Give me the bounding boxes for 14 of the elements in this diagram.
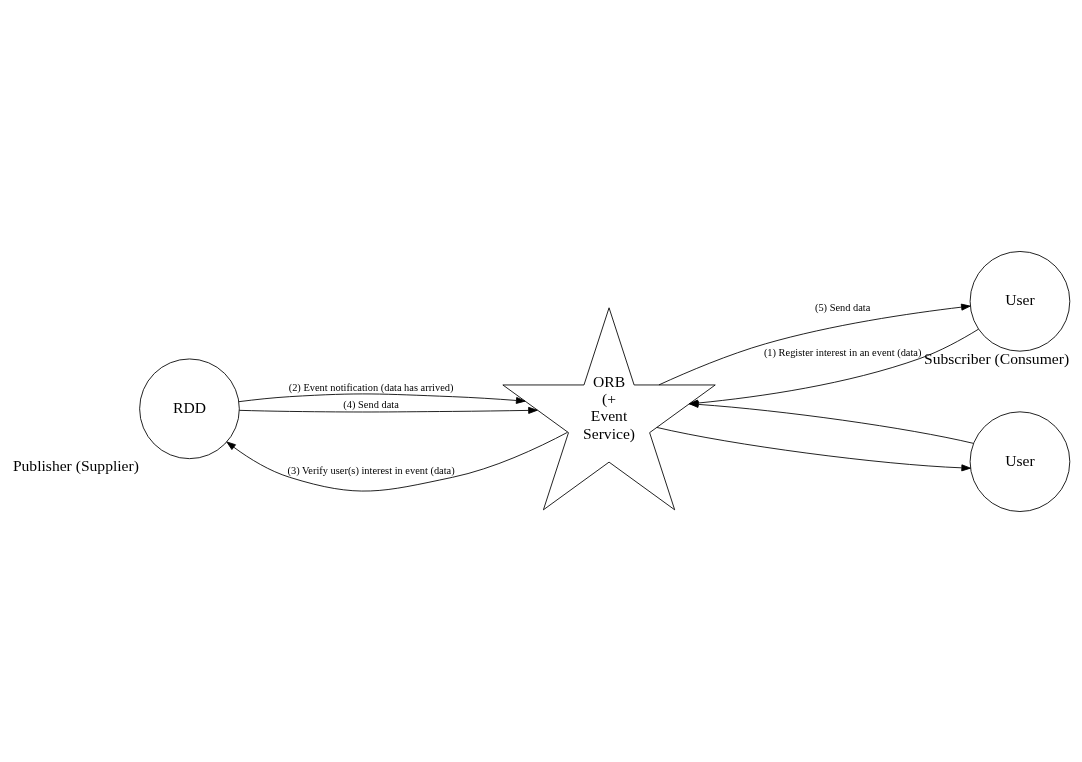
node-label: Publisher (Supplier) [12,456,139,474]
node-circle: User [969,250,1071,352]
arrow [238,406,538,414]
node-label: Subscriber (Consumer) [924,349,1070,367]
arrow [658,303,971,385]
arrow [238,393,526,404]
node-circle: User [969,410,1071,512]
node-circle: RDD [139,358,240,459]
edge-label: (2) Event notification (data has arrived) [288,381,454,393]
edge-label: (5) Send data [814,301,871,312]
edge-label: (4) Send data [343,398,399,410]
arrow [656,426,971,471]
edge-label: (1) Register interest in an event (data) [763,346,922,358]
edge-label: (3) Verify user(s) interest in event (data) [287,464,455,476]
